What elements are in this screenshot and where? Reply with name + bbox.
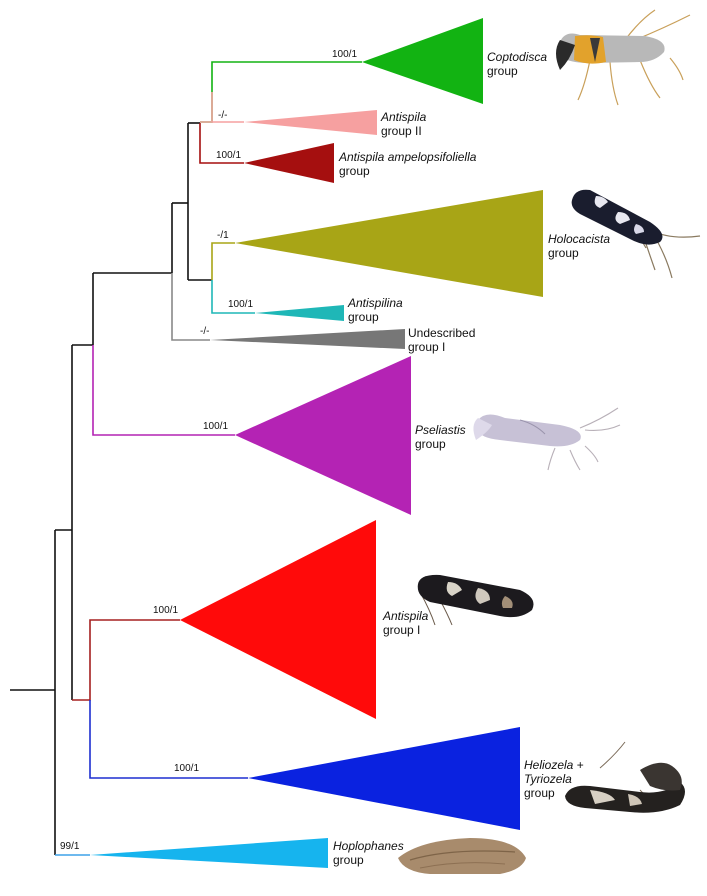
label-pseliastis: Pseliastis group: [415, 423, 466, 451]
antispila-i-branch: [72, 620, 180, 700]
label-undescribed-line1: Undescribed: [408, 326, 475, 340]
antispila-ampelopsifoliella-triangle: [244, 143, 334, 183]
backbone-branches: [10, 123, 212, 855]
support-value-pseliastis: 100/1: [203, 421, 228, 432]
antispilina-triangle: [255, 305, 344, 321]
holocacista-triangle: [235, 190, 543, 297]
undescribed-triangle: [210, 329, 405, 349]
label-undescribed: Undescribed group I: [408, 326, 475, 354]
label-antispila-ampelopsifoliella-group: group: [339, 164, 370, 178]
label-pseliastis-name: Pseliastis: [415, 423, 466, 437]
holocacista-branch: [212, 243, 235, 280]
label-antispilina: Antispilina group: [348, 296, 403, 324]
label-holocacista-group: group: [548, 246, 579, 260]
label-holocacista-name: Holocacista: [548, 232, 610, 246]
label-antispila-i-group: group I: [383, 623, 420, 637]
label-antispila-ii-group: group II: [381, 124, 422, 138]
hoplophanes-triangle: [90, 838, 328, 868]
label-heliozela-name: Heliozela: [524, 758, 573, 772]
label-heliozela-tyriozela: Heliozela + Tyriozela group: [524, 758, 584, 800]
label-antispila-i-name: Antispila: [383, 609, 428, 623]
label-heliozela-group: group: [524, 786, 555, 800]
label-coptodisca-group: group: [487, 64, 518, 78]
label-antispila-i: Antispila group I: [383, 609, 428, 637]
antispila-ii-branch: [200, 92, 212, 122]
hoplophanes-moth-photo: [398, 838, 526, 874]
label-antispila-ampelopsifoliella-name: Antispila ampelopsifoliella: [339, 150, 476, 164]
coptodisca-triangle: [362, 18, 483, 104]
pseliastis-triangle: [235, 356, 411, 515]
support-value-heliozela: 100/1: [174, 763, 199, 774]
support-value-antispila-i: 100/1: [153, 605, 178, 616]
label-antispila-ii-name: Antispila: [381, 110, 426, 124]
antispila-ii-triangle: [244, 110, 377, 135]
coptodisca-moth-photo: [556, 10, 690, 105]
heliozela-branch: [90, 700, 248, 778]
label-antispilina-group: group: [348, 310, 379, 324]
label-holocacista: Holocacista group: [548, 232, 610, 260]
label-coptodisca: Coptodisca group: [487, 50, 547, 78]
antispila-i-triangle: [180, 520, 376, 719]
label-coptodisca-name: Coptodisca: [487, 50, 547, 64]
support-value-holocacista: -/1: [217, 230, 229, 241]
label-tyriozela-name: Tyriozela: [524, 772, 572, 786]
label-antispilina-name: Antispilina: [348, 296, 403, 310]
antispila-moth-photo: [418, 575, 534, 625]
label-hoplophanes-name: Hoplophanes: [333, 839, 404, 853]
label-heliozela-plus: +: [573, 758, 583, 772]
support-value-antispila-ii: -/-: [218, 110, 227, 121]
label-hoplophanes-group: group: [333, 853, 364, 867]
support-value-antispilina: 100/1: [228, 299, 253, 310]
label-antispila-ii: Antispila group II: [381, 110, 426, 138]
label-undescribed-line2: group I: [408, 340, 445, 354]
support-value-coptodisca: 100/1: [332, 49, 357, 60]
label-antispila-ampelopsifoliella: Antispila ampelopsifoliella group: [339, 150, 476, 178]
support-value-undescribed: -/-: [200, 326, 209, 337]
pseliastis-moth-photo: [473, 408, 620, 470]
label-pseliastis-group: group: [415, 437, 446, 451]
heliozela-triangle: [248, 727, 520, 830]
support-value-antispila-ampelopsifoliella: 100/1: [216, 150, 241, 161]
support-value-hoplophanes: 99/1: [60, 841, 79, 852]
label-hoplophanes: Hoplophanes group: [333, 839, 404, 867]
